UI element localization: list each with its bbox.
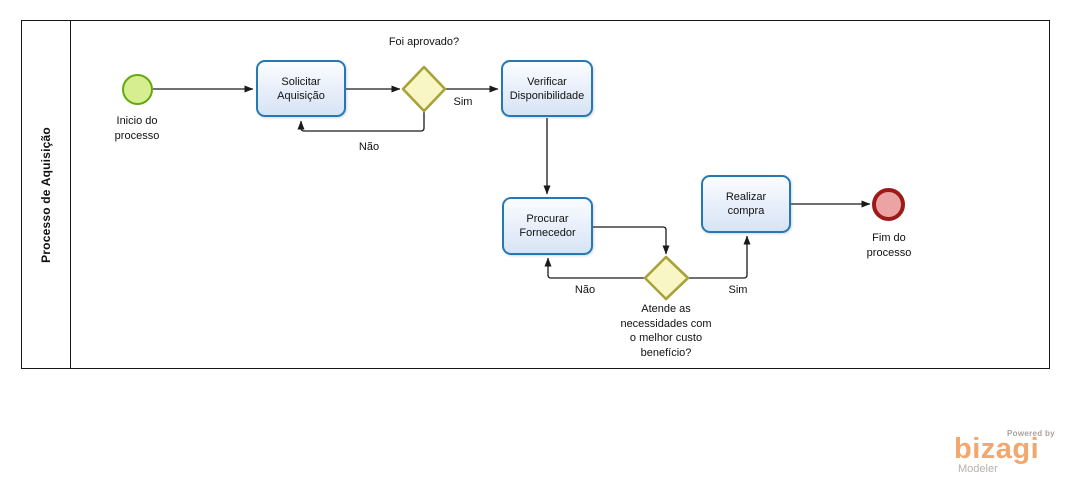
gateway-atende-necessidades[interactable] <box>643 255 690 301</box>
task-procurar-fornecedor[interactable]: Procurar Fornecedor <box>502 197 593 255</box>
task-verificar-disponibilidade[interactable]: Verificar Disponibilidade <box>501 60 593 117</box>
task-realizar-compra-label: Realizar compra <box>725 191 767 217</box>
pool-processo-aquisicao[interactable]: Processo de Aquisição <box>21 20 1050 369</box>
gateway-atende-nao-label: Não <box>574 284 596 296</box>
start-event[interactable] <box>122 74 153 105</box>
gateway-atende-question: Atende as necessidades com o melhor cust… <box>620 303 712 359</box>
flow-gateway-atende-nao-to-procurar[interactable] <box>544 257 645 279</box>
bizagi-logo: bizagi <box>954 433 1040 465</box>
flow-gateway-aprovado-nao-to-solicitar[interactable] <box>297 111 425 132</box>
task-solicitar-aquisicao-label: Solicitar Aquisição <box>277 75 325 102</box>
pool-header[interactable]: Processo de Aquisição <box>22 21 71 368</box>
task-solicitar-aquisicao[interactable]: Solicitar Aquisição <box>256 60 346 117</box>
task-verificar-disponibilidade-label: Verificar Disponibilidade <box>509 75 585 102</box>
gateway-atende-sim-label: Sim <box>728 284 748 296</box>
task-realizar-compra[interactable]: Realizar compra <box>701 175 791 233</box>
end-event[interactable] <box>872 188 905 221</box>
flow-procurar-to-gateway-atende[interactable] <box>593 226 670 255</box>
powered-by-label: Powered by <box>1007 429 1055 438</box>
task-procurar-fornecedor-label: Procurar Fornecedor <box>519 213 576 239</box>
gateway-aprovado-sim-label: Sim <box>453 96 473 108</box>
flow-gateway-atende-sim-to-realizar[interactable] <box>688 235 751 279</box>
gateway-aprovado-question: Foi aprovado? <box>388 36 460 48</box>
end-event-label: Fim do processo <box>866 232 912 259</box>
gateway-aprovado-nao-label: Não <box>358 141 380 153</box>
gateway-foi-aprovado[interactable] <box>401 65 447 113</box>
bizagi-modeler-label: Modeler <box>958 463 998 475</box>
start-event-label: Inicio do processo <box>114 115 160 142</box>
